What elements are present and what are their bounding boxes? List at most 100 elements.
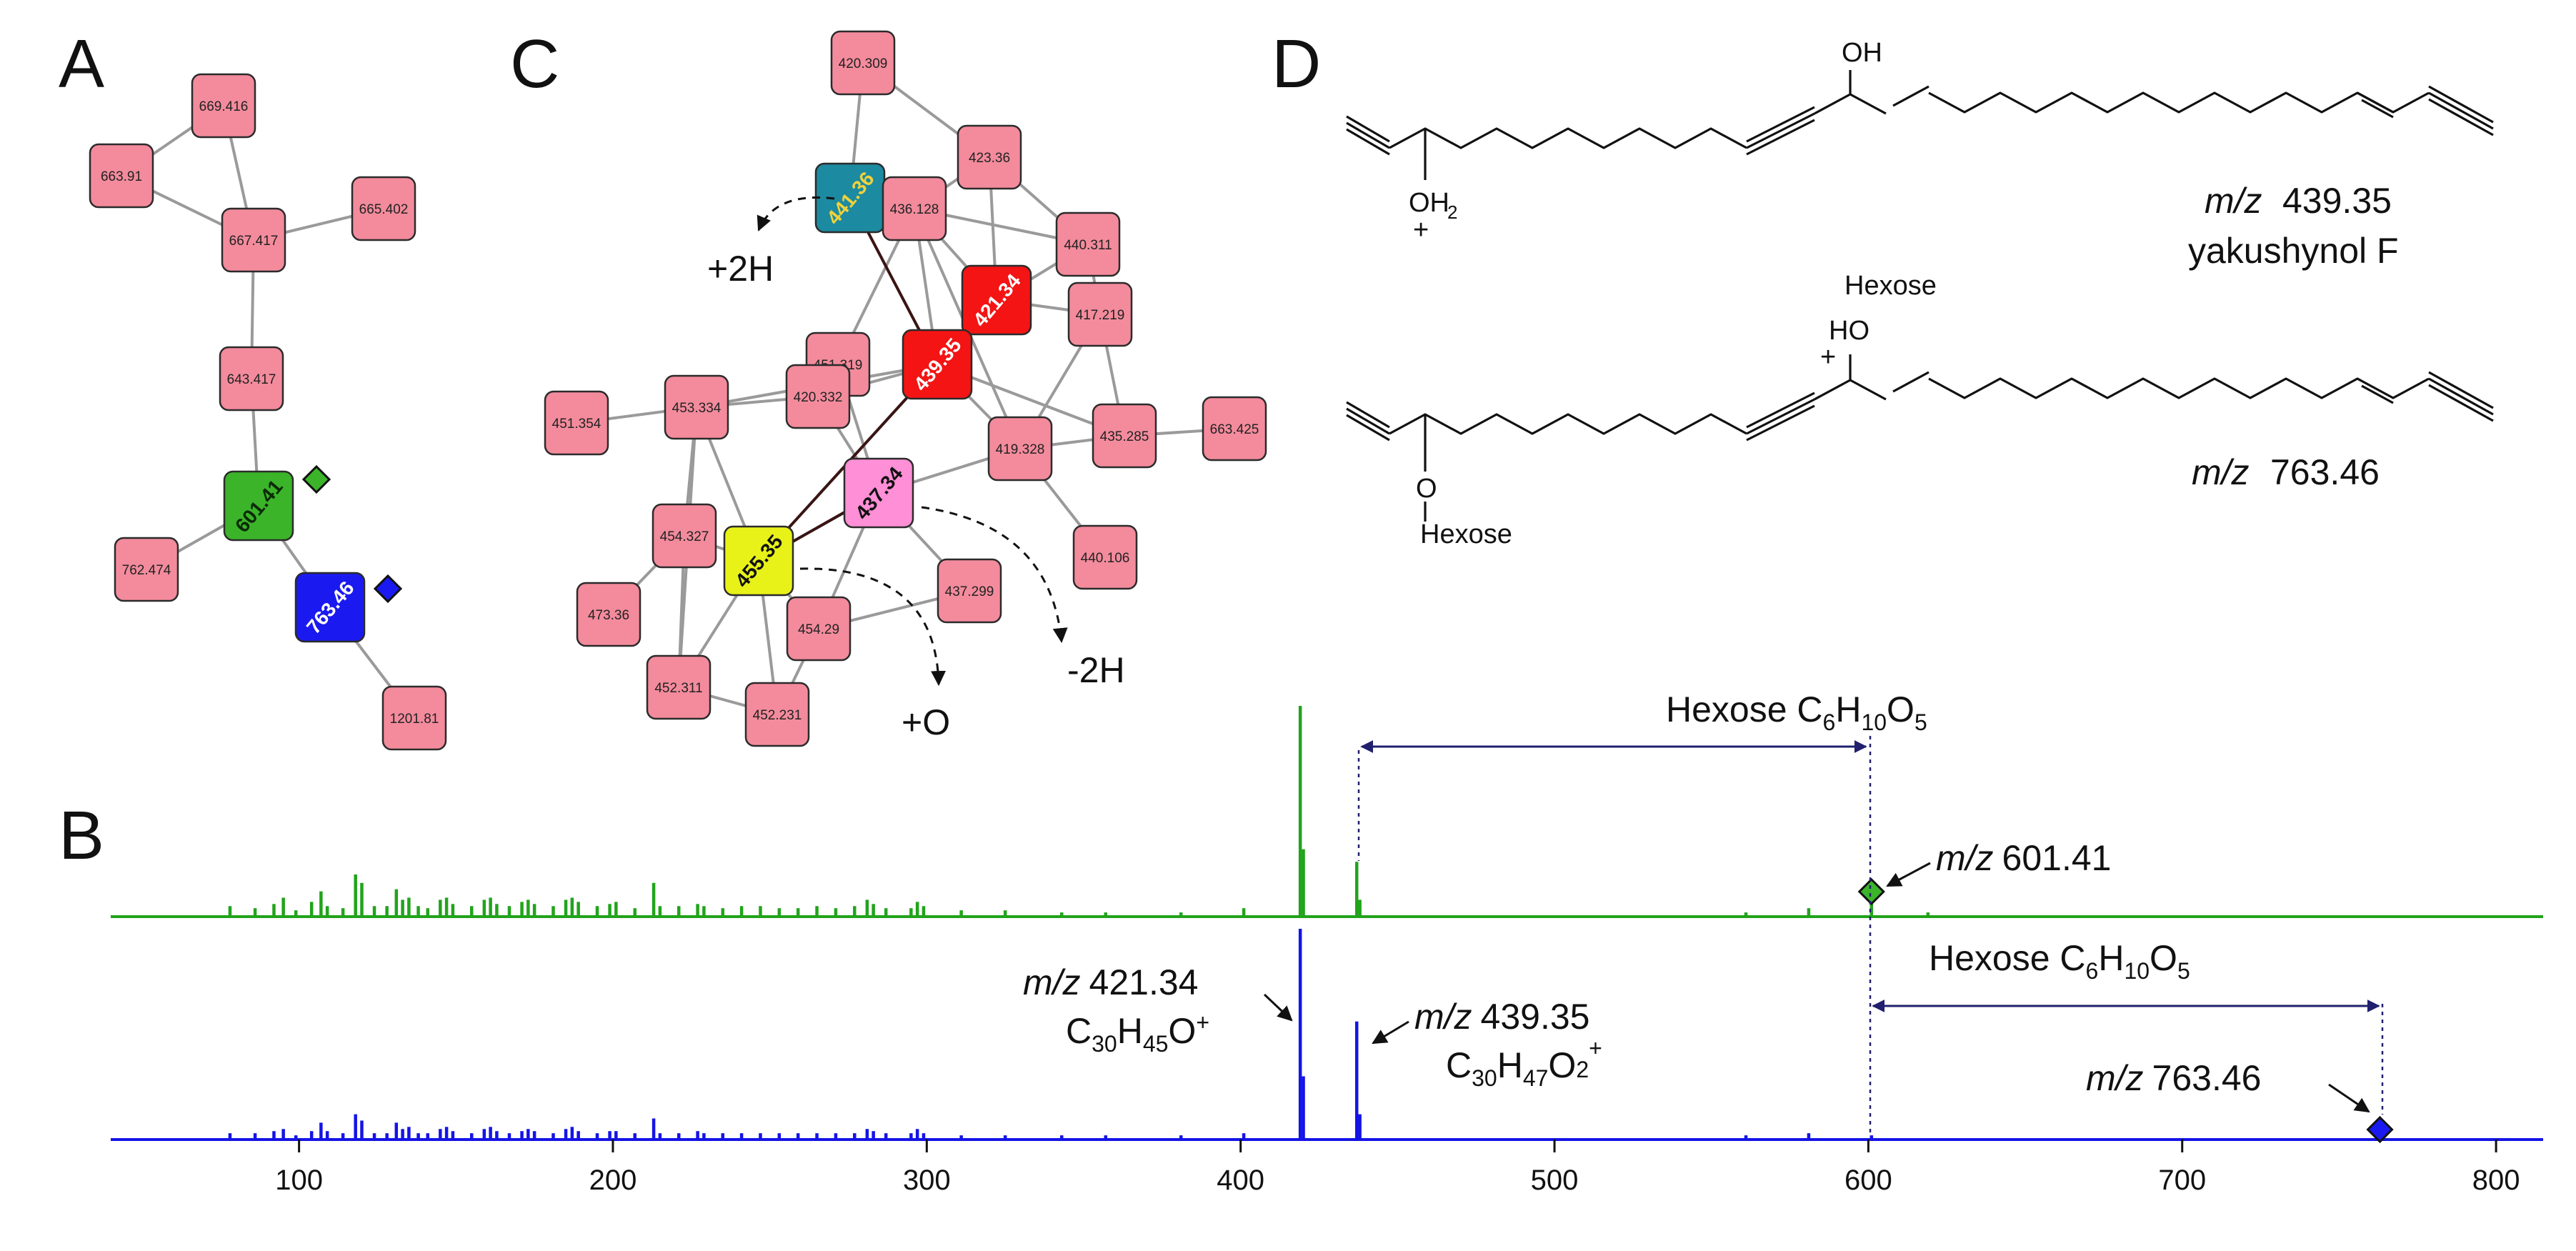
x-tick-label: 400 — [1217, 1165, 1264, 1196]
network-c-node-label: 440.106 — [1081, 551, 1130, 566]
network-a-node-label: 667.417 — [229, 234, 279, 249]
network-c-node[interactable]: 440.311 — [1055, 211, 1121, 277]
network-c-node-box — [1072, 524, 1138, 590]
network-c-node[interactable]: 441.36 — [814, 162, 886, 234]
network-c-node-label: 417.219 — [1076, 308, 1125, 323]
plus-o-arrow — [799, 567, 947, 687]
mz439-formula: C30H47O2+ — [1446, 1035, 1602, 1091]
network-c-node[interactable]: 440.106 — [1072, 524, 1138, 590]
network-c-node-label: 435.285 — [1100, 429, 1149, 444]
network-c-node-label: 436.128 — [890, 202, 939, 217]
network-c-node-label: 663.425 — [1210, 422, 1259, 437]
spectrum-top — [111, 706, 2543, 918]
network-c-node[interactable]: 663.425 — [1202, 396, 1267, 462]
network-c-node[interactable]: 454.327 — [652, 503, 717, 569]
x-tick-label: 800 — [2472, 1165, 2520, 1196]
network-c-node-box — [830, 30, 896, 96]
panel-label-d: D — [1272, 26, 1321, 102]
network-a-node[interactable]: 665.402 — [351, 176, 416, 241]
blue-diamond-marker — [373, 574, 403, 604]
annotation-minus2h: -2H — [1067, 650, 1125, 690]
network-c-node[interactable]: 420.309 — [830, 30, 896, 96]
network-c-node[interactable]: 454.29 — [786, 596, 852, 662]
network-c-node-label: 454.327 — [660, 529, 709, 544]
network-c-node-box — [987, 416, 1053, 482]
network-c-node[interactable]: 423.36 — [957, 124, 1022, 190]
minus2h-arrow — [921, 506, 1068, 644]
network-c-node[interactable]: 421.34 — [961, 264, 1032, 336]
network-c-node[interactable]: 452.311 — [646, 654, 712, 720]
panel-label-c: C — [510, 26, 559, 102]
panel-label-b: B — [59, 797, 104, 874]
network-c-node-box — [576, 582, 641, 647]
struct-bottom-o: O — [1416, 474, 1437, 504]
network-c-node-label: 423.36 — [969, 151, 1010, 166]
hexose-label-2: Hexose C6H10O5 — [1929, 938, 2190, 984]
network-c-node[interactable]: 435.285 — [1092, 403, 1157, 469]
network-c-node[interactable]: 420.332 — [785, 364, 851, 429]
network-c-node[interactable]: 455.35 — [723, 525, 794, 597]
structure-hexoside: Hexose HO + O Hexose m/z 763.46 — [1346, 271, 2494, 549]
network-a-node[interactable]: 762.474 — [114, 537, 179, 602]
network-c-node-box — [902, 329, 973, 400]
network-a-node[interactable]: 663.91 — [89, 143, 154, 209]
network-a-node[interactable]: 667.417 — [221, 207, 286, 273]
network-c-node-label: 451.354 — [552, 417, 601, 432]
green-diamond-marker — [301, 464, 331, 494]
network-a-node[interactable]: 601.41 — [223, 470, 294, 542]
x-tick-label: 100 — [275, 1165, 323, 1196]
spectrum-markers — [1857, 877, 2394, 1144]
struct-bottom-ho: HO — [1829, 316, 1869, 346]
network-c-node[interactable]: 437.299 — [937, 558, 1002, 624]
network-c-node[interactable]: 419.328 — [987, 416, 1053, 482]
network-a-node-label: 643.417 — [227, 372, 276, 387]
network-a-node-label: 669.416 — [199, 99, 249, 114]
spectrum-diamond-marker — [1857, 877, 1885, 906]
network-c-node-box — [1067, 281, 1133, 347]
mz421-formula: C30H45O+ — [1066, 1010, 1209, 1057]
network-c-node-label: 420.332 — [794, 390, 843, 405]
network-a-node-box — [351, 176, 416, 241]
network-c-node[interactable]: 437.34 — [843, 457, 914, 529]
network-c-node[interactable]: 453.334 — [664, 374, 729, 440]
network-c-node[interactable]: 439.35 — [902, 329, 973, 400]
network-a-node-box — [114, 537, 179, 602]
network-c-node-box — [1202, 396, 1267, 462]
struct-bottom-mz-prefix: m/z — [2192, 452, 2250, 492]
network-a-node-label: 665.402 — [359, 202, 409, 217]
x-tick-label: 300 — [903, 1165, 951, 1196]
x-tick-label: 200 — [589, 1165, 637, 1196]
network-c-node-box — [785, 364, 851, 429]
network-c-node-box — [652, 503, 717, 569]
struct-top-oh2: OH — [1409, 188, 1449, 218]
network-c-node-box — [937, 558, 1002, 624]
network-c-node[interactable]: 452.231 — [744, 682, 810, 747]
network-c-node-box — [664, 374, 729, 440]
network-c-node[interactable]: 417.219 — [1067, 281, 1133, 347]
network-c-node[interactable]: 451.354 — [544, 390, 609, 456]
network-c-node-box — [744, 682, 810, 747]
x-tick-label: 500 — [1531, 1165, 1579, 1196]
network-a-node[interactable]: 669.416 — [191, 73, 256, 139]
mz763-pointer — [2328, 1083, 2370, 1113]
network-c-node-box — [646, 654, 712, 720]
network-a-node-box — [294, 572, 366, 643]
struct-top-mz-value: 439.35 — [2282, 181, 2392, 221]
struct-top-name: yakushynol F — [2188, 231, 2399, 271]
struct-top-mz-prefix: m/z — [2205, 181, 2262, 221]
network-c-node-label: 437.299 — [945, 584, 994, 599]
network-c-node[interactable]: 436.128 — [882, 176, 947, 241]
network-c-node[interactable]: 473.36 — [576, 582, 641, 647]
network-a-node[interactable]: 763.46 — [294, 572, 366, 643]
struct-bottom-mz-value: 763.46 — [2270, 452, 2380, 492]
network-a-node[interactable]: 1201.81 — [381, 685, 447, 751]
network-c-node-box — [786, 596, 852, 662]
annotation-plus2h: +2H — [707, 249, 774, 289]
network-a-node[interactable]: 643.417 — [219, 346, 284, 412]
annotation-plus-o: +O — [902, 702, 950, 742]
